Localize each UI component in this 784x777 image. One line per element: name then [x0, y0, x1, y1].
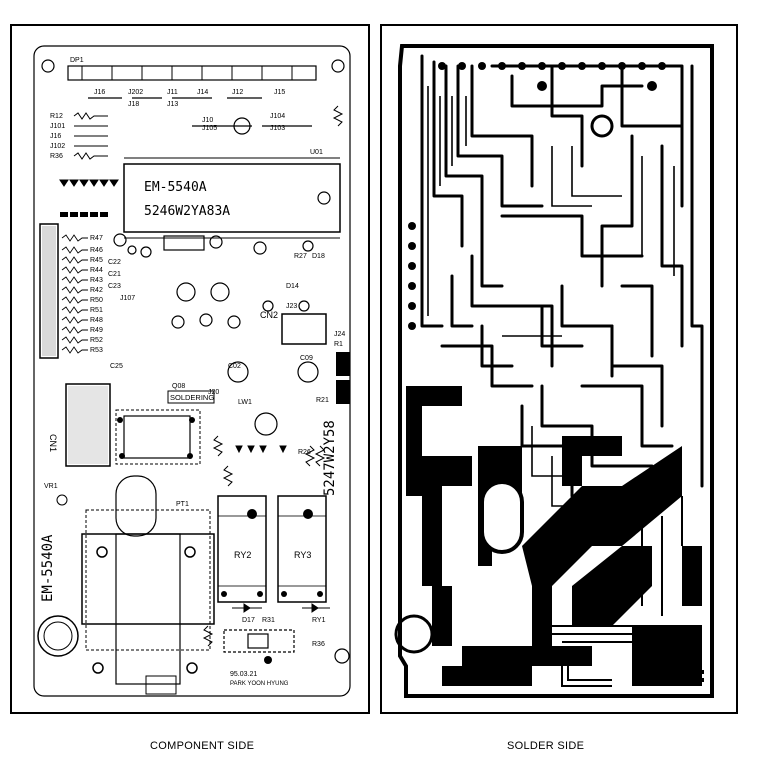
- solder-board-outline: [398, 44, 714, 698]
- r63-label: J24: [334, 331, 345, 338]
- component-side-panel: DP1 J16 J202 J11 J14 J12 J15 J18 J13 J10…: [10, 24, 370, 714]
- d17-label: RY1: [312, 617, 326, 624]
- cn2-connector: [281, 313, 327, 345]
- jumper-label: J202: [128, 89, 143, 96]
- resistor-stack-label: R52: [90, 337, 103, 344]
- relay-ry1: [123, 415, 191, 459]
- jumper-label: J15: [274, 89, 285, 96]
- r31-label: R36: [312, 641, 325, 648]
- jumper-label: J105: [202, 125, 217, 132]
- zd2-label: R26: [298, 449, 311, 456]
- component-side-caption: COMPONENT SIDE: [150, 740, 255, 752]
- board-name: EM-5540A: [40, 534, 56, 602]
- jumper-label: J12: [232, 89, 243, 96]
- resistor-stack-label: R47: [90, 235, 103, 242]
- resistor-label: J102: [50, 143, 65, 150]
- lw1-label: LW1: [238, 399, 252, 406]
- resistor-label: J16: [50, 133, 61, 140]
- resistor-stack-label: R48: [90, 317, 103, 324]
- c09-label: C09: [300, 355, 313, 362]
- r21-label: R21: [316, 397, 329, 404]
- solder-side-drawing: [394, 44, 714, 698]
- jumper-label: J11: [167, 89, 178, 96]
- resistor-stack-label: R51: [90, 307, 103, 314]
- resistor-label: R36: [50, 153, 63, 160]
- cn1-label: CN1: [48, 434, 58, 452]
- c21-label: C21: [108, 271, 121, 278]
- j24-label: R1: [334, 341, 343, 348]
- jumper-label: J10: [202, 117, 213, 124]
- jumper-label: J14: [197, 89, 208, 96]
- solder-pads: [408, 62, 666, 330]
- d18-label: D18: [312, 253, 325, 260]
- resistor-stack-label: R44: [90, 267, 103, 274]
- component-side-drawing: DP1 J16 J202 J11 J14 J12 J15 J18 J13 J10…: [33, 45, 351, 697]
- traces-lower: [552, 496, 702, 687]
- c22-label: C22: [108, 259, 121, 266]
- resistor-label: R12: [50, 113, 63, 120]
- soldering-mark: SOLDERING: [170, 393, 214, 402]
- resistor-stack-label: R42: [90, 287, 103, 294]
- ic-model-text: EM-5540A: [144, 180, 207, 195]
- resistor-stack-label: R49: [90, 327, 103, 334]
- dp1-label: DP1: [70, 57, 84, 64]
- traces-upper: [420, 54, 704, 498]
- ic-module: [123, 163, 341, 233]
- resistor-stack-label: R53: [90, 347, 103, 354]
- j23-label: J23: [286, 303, 297, 310]
- mounting-hole: [334, 648, 350, 664]
- solder-side-panel: [380, 24, 738, 714]
- solder-side-caption: SOLDER SIDE: [507, 740, 585, 752]
- resistor-label: J101: [50, 123, 65, 130]
- board-part-number: 5247W2Y58: [322, 420, 338, 496]
- vr1-label: VR1: [44, 483, 58, 490]
- large-hole: [37, 615, 79, 657]
- resistor-stack-label: R50: [90, 297, 103, 304]
- ry2-small-label: R31: [262, 617, 275, 624]
- ry2-label: RY2: [234, 550, 251, 560]
- resistor-stack-label: R45: [90, 257, 103, 264]
- cn1-connector: [65, 383, 111, 467]
- q08-label: Q08: [172, 383, 185, 390]
- u01-label: U01: [310, 149, 323, 156]
- designer-credit: PARK YOON HYUNG: [230, 681, 289, 687]
- jumper-label: J103: [270, 125, 285, 132]
- resistor-stack-label: R43: [90, 277, 103, 284]
- j106-label: J107: [120, 295, 135, 302]
- pt1-label: PT1: [176, 501, 189, 508]
- mounting-hole: [331, 59, 345, 73]
- r27-label: R27: [294, 253, 307, 260]
- resistor-stack-label: R46: [90, 247, 103, 254]
- jumper-label: J13: [167, 101, 178, 108]
- transformer-pt1: [85, 509, 211, 651]
- mounting-hole: [41, 59, 55, 73]
- d14-label: D14: [286, 283, 299, 290]
- jumper-label: J18: [128, 101, 139, 108]
- d15-label: D17: [242, 617, 255, 624]
- ry3-label: RY3: [294, 550, 311, 560]
- cn2-label: CN2: [260, 310, 278, 320]
- dp1-header: [67, 65, 317, 81]
- traces-fine: [427, 86, 675, 507]
- c25-label: C25: [110, 363, 123, 370]
- c23-label: C23: [108, 283, 121, 290]
- c02-label: C02: [228, 363, 241, 370]
- date-code: 95.03.21: [230, 671, 257, 678]
- jumper-label: J16: [94, 89, 105, 96]
- ic-part-text: 5246W2YA83A: [144, 204, 230, 219]
- jumper-label: J104: [270, 113, 285, 120]
- left-connector: [39, 223, 59, 359]
